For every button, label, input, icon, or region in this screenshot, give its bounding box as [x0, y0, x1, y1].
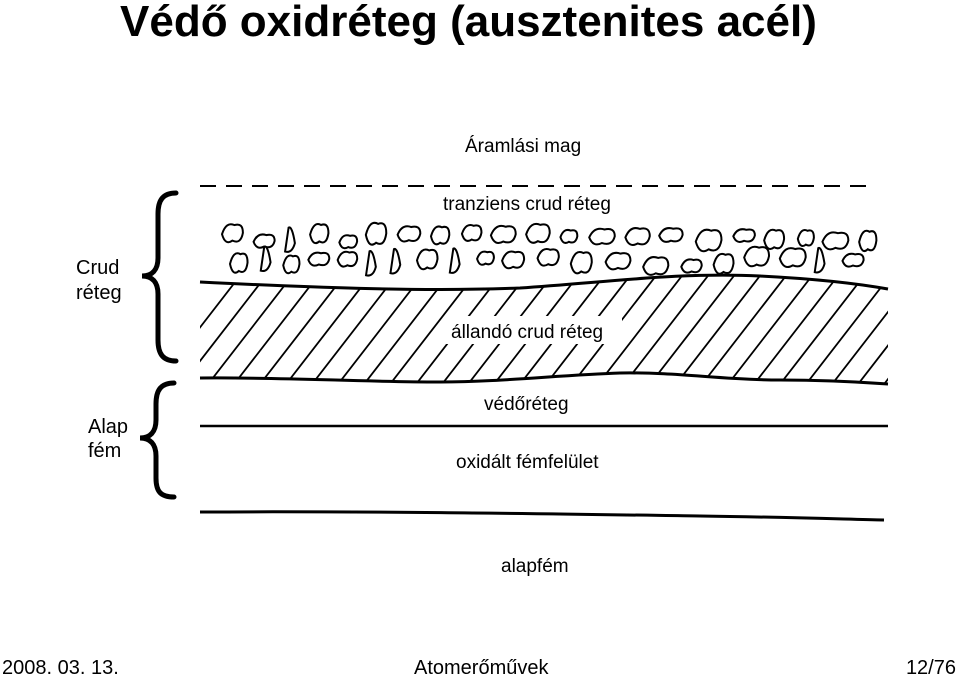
hatch-line: [201, 275, 299, 384]
hatch-line: [617, 275, 715, 384]
crud-particle: [429, 225, 451, 246]
crud-group-label-line1: Crud: [76, 257, 119, 279]
slide-title: Védő oxidréteg (ausztenites acél): [120, 0, 817, 46]
crud-group-label-line2: réteg: [76, 282, 122, 304]
crud-particle: [448, 247, 461, 274]
hatch-line: [227, 275, 325, 384]
crud-particle: [763, 228, 786, 250]
crud-particle: [536, 248, 560, 267]
hatch-line: [669, 275, 767, 384]
crud-particle: [841, 252, 865, 268]
protective-layer-label: védőréteg: [484, 394, 569, 415]
hatch-line: [643, 275, 741, 384]
base-metal-boundary: [199, 510, 885, 522]
crud-particle: [858, 229, 878, 252]
hatch-line: [695, 275, 793, 384]
crud-particle: [694, 228, 723, 253]
crud-particle: [220, 223, 244, 244]
crud-particle: [525, 222, 551, 244]
crud-particle: [476, 250, 495, 266]
base-metal-brace: [139, 380, 177, 500]
metal-group-label-line2: fém: [88, 440, 121, 462]
hatch-line: [200, 275, 247, 384]
hatch-line: [825, 275, 888, 384]
crud-particle: [282, 254, 301, 275]
flow-core-label: Áramlási mag: [465, 136, 581, 157]
permanent-crud-label-background: [446, 316, 622, 344]
crud-particle: [501, 250, 526, 270]
crud-particle: [604, 251, 632, 271]
crud-particle: [336, 250, 359, 268]
crud-particle: [460, 223, 483, 242]
crud-particle: [259, 245, 272, 272]
oxidized-surface-label: oxidált fémfelület: [456, 452, 599, 473]
transient-crud-particles: [220, 221, 878, 277]
hatch-line: [357, 275, 455, 384]
crud-particle: [396, 225, 422, 243]
crud-particle: [307, 251, 331, 267]
crud-particle: [309, 223, 330, 245]
footer-page-number: 12/76: [905, 657, 956, 679]
base-metal-label: alapfém: [501, 556, 569, 577]
crud-particle: [228, 252, 249, 274]
crud-particle: [415, 248, 439, 271]
crud-particle: [624, 227, 651, 246]
crud-particle: [778, 247, 807, 268]
crud-particle: [559, 228, 579, 244]
protective-layer-top-boundary: [199, 371, 889, 386]
crud-particle: [364, 221, 388, 246]
crud-particle: [813, 246, 826, 274]
crud-particle: [389, 247, 402, 275]
crud-particle: [252, 233, 276, 249]
metal-group-label-line1: Alap: [88, 416, 128, 438]
crud-particle: [642, 256, 670, 276]
crud-particle: [489, 224, 517, 244]
crud-particle: [821, 231, 850, 251]
crud-particle: [796, 229, 815, 247]
crud-particle: [658, 227, 684, 243]
hatch-line: [773, 275, 871, 384]
hatch-line: [747, 275, 845, 384]
permanent-crud-top-boundary: [199, 273, 889, 291]
crud-particle: [283, 226, 296, 253]
transient-crud-label: tranziens crud réteg: [443, 194, 611, 215]
crud-particle: [712, 252, 735, 275]
hatch-line: [591, 275, 689, 384]
crud-particle: [732, 228, 756, 243]
permanent-crud-label: állandó crud réteg: [451, 322, 603, 343]
crud-particle: [569, 250, 593, 275]
footer-course: Atomerőművek: [414, 657, 549, 679]
hatch-line: [877, 275, 888, 384]
hatch-line: [200, 275, 273, 384]
crud-layer-brace: [141, 190, 179, 364]
crud-particle: [588, 227, 616, 246]
footer-date: 2008. 03. 13.: [2, 657, 119, 679]
crud-particle: [680, 258, 703, 274]
crud-particle: [338, 234, 359, 250]
hatch-line: [721, 275, 819, 384]
crud-particle: [364, 250, 377, 277]
crud-particle: [743, 245, 771, 268]
hatch-line: [904, 268, 960, 392]
hatch-line: [851, 275, 888, 384]
